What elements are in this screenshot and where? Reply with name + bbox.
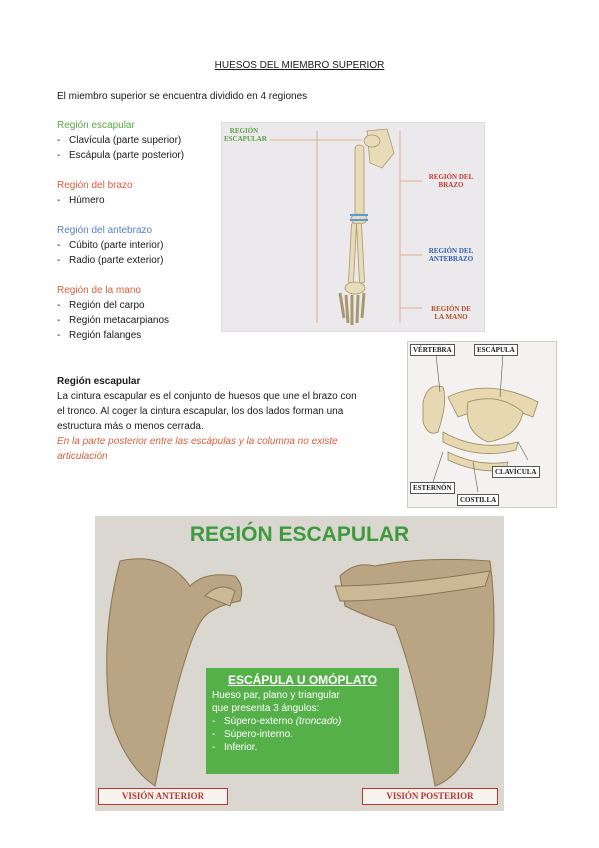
- scapula-drawing: [106, 558, 495, 787]
- list-item: -Húmero: [57, 195, 105, 206]
- list-item: -Región del carpo: [57, 300, 145, 311]
- list-item: -Región falanges: [57, 330, 142, 341]
- info-box-line: que presenta 3 ángulos:: [212, 703, 320, 714]
- shoulder-girdle-drawing: [422, 353, 539, 493]
- region-heading-brazo: Región del brazo: [57, 180, 133, 191]
- label-vision-posterior: VISIÓN POSTERIOR: [362, 788, 498, 805]
- shoulder-girdle-figure: VÉRTEBRA ESCÁPULA CLAVÍCULA ESTERNÓN COS…: [407, 341, 557, 508]
- section-body-line: La cintura escapular es el conjunto de h…: [57, 391, 357, 402]
- section-heading: Región escapular: [57, 376, 141, 387]
- region-heading-mano: Región de la mano: [57, 285, 141, 296]
- section-body-line: el tronco. Al coger la cintura escapular…: [57, 406, 344, 417]
- region-heading-antebrazo: Región del antebrazo: [57, 225, 153, 236]
- scapula-info-box: ESCÁPULA U OMÓPLATO Hueso par, plano y t…: [206, 668, 399, 774]
- section-body-line: estructura más o menos cerrada.: [57, 421, 204, 432]
- label-vertebra: VÉRTEBRA: [410, 344, 455, 356]
- page-title: HUESOS DEL MIEMBRO SUPERIOR: [214, 60, 385, 71]
- info-box-title: ESCÁPULA U OMÓPLATO: [227, 673, 378, 687]
- section-note-line: En la parte posterior entre las escápula…: [57, 436, 338, 447]
- list-item: -Región metacarpianos: [57, 315, 170, 326]
- info-box-line: Hueso par, plano y triangular: [212, 690, 340, 701]
- region-heading-escapular: Región escapular: [57, 120, 135, 131]
- list-item: -Escápula (parte posterior): [57, 150, 185, 161]
- info-box-angle: -Súpero-externo (troncado): [212, 716, 342, 727]
- arm-skeleton-drawing: [270, 128, 422, 325]
- info-box-angle: -Inferior.: [212, 742, 258, 753]
- list-item: -Clavícula (parte superior): [57, 135, 182, 146]
- section-note-line: articulación: [57, 451, 108, 462]
- intro-text: El miembro superior se encuentra dividid…: [57, 91, 308, 102]
- label-escapula: ESCÁPULA: [474, 344, 518, 356]
- label-esternon: ESTERNÓN: [410, 482, 455, 494]
- label-costilla: COSTILLA: [457, 494, 500, 506]
- label-vision-anterior: VISIÓN ANTERIOR: [98, 788, 228, 805]
- figure-title: REGIÓN ESCAPULAR: [189, 523, 410, 546]
- list-item: -Radio (parte exterior): [57, 255, 164, 266]
- list-item: -Cúbito (parte interior): [57, 240, 164, 251]
- info-box-angle: -Súpero-interno.: [212, 729, 293, 740]
- label-clavicula: CLAVÍCULA: [492, 466, 540, 478]
